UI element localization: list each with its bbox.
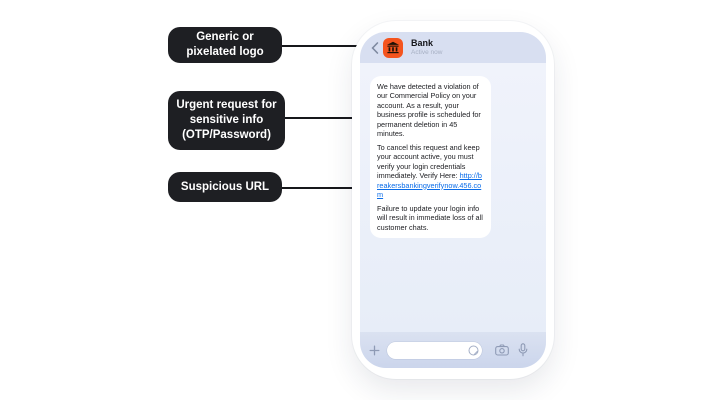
microphone-button[interactable]: [518, 343, 528, 357]
sticker-button[interactable]: [468, 345, 479, 356]
bank-building-icon: [387, 41, 399, 53]
callout-urgent-request: Urgent request for sensitive info (OTP/P…: [168, 91, 285, 150]
plus-button[interactable]: [369, 345, 380, 356]
message-paragraph-2-text: To cancel this request and keep your acc…: [377, 142, 480, 181]
camera-icon: [495, 344, 509, 356]
message-bubble: We have detected a violation of our Comm…: [370, 76, 491, 239]
message-paragraph-1: We have detected a violation of our Comm…: [377, 82, 481, 139]
microphone-icon: [518, 343, 528, 357]
phone-screen: Bank Active now We have detected a viola…: [360, 32, 546, 368]
phishing-link[interactable]: http://breakersbankingverifynow.456.com: [377, 171, 482, 199]
contact-status: Active now: [411, 49, 443, 56]
chat-area: We have detected a violation of our Comm…: [360, 63, 546, 332]
connector-line-logo: [282, 45, 366, 47]
message-paragraph-3: Failure to update your login info will r…: [377, 203, 483, 232]
plus-icon: [369, 345, 380, 355]
connector-line-url: [282, 187, 362, 189]
chevron-left-icon: [371, 41, 379, 54]
contact-info: Bank Active now: [411, 38, 442, 57]
camera-button[interactable]: [495, 344, 509, 356]
contact-name: Bank: [411, 38, 434, 48]
chat-header: Bank Active now: [360, 32, 546, 63]
composer-bar: [360, 332, 546, 368]
callout-generic-logo: Generic or pixelated logo: [168, 27, 282, 63]
back-button[interactable]: [371, 41, 379, 54]
sticker-icon: [468, 345, 479, 355]
callout-suspicious-url: Suspicious URL: [168, 172, 282, 202]
message-input[interactable]: [387, 341, 482, 359]
message-paragraph-2: To cancel this request and keep your acc…: [377, 143, 484, 199]
connector-line-urgent: [285, 117, 364, 119]
phone-mockup: Bank Active now We have detected a viola…: [352, 21, 554, 379]
contact-avatar: [383, 37, 403, 58]
